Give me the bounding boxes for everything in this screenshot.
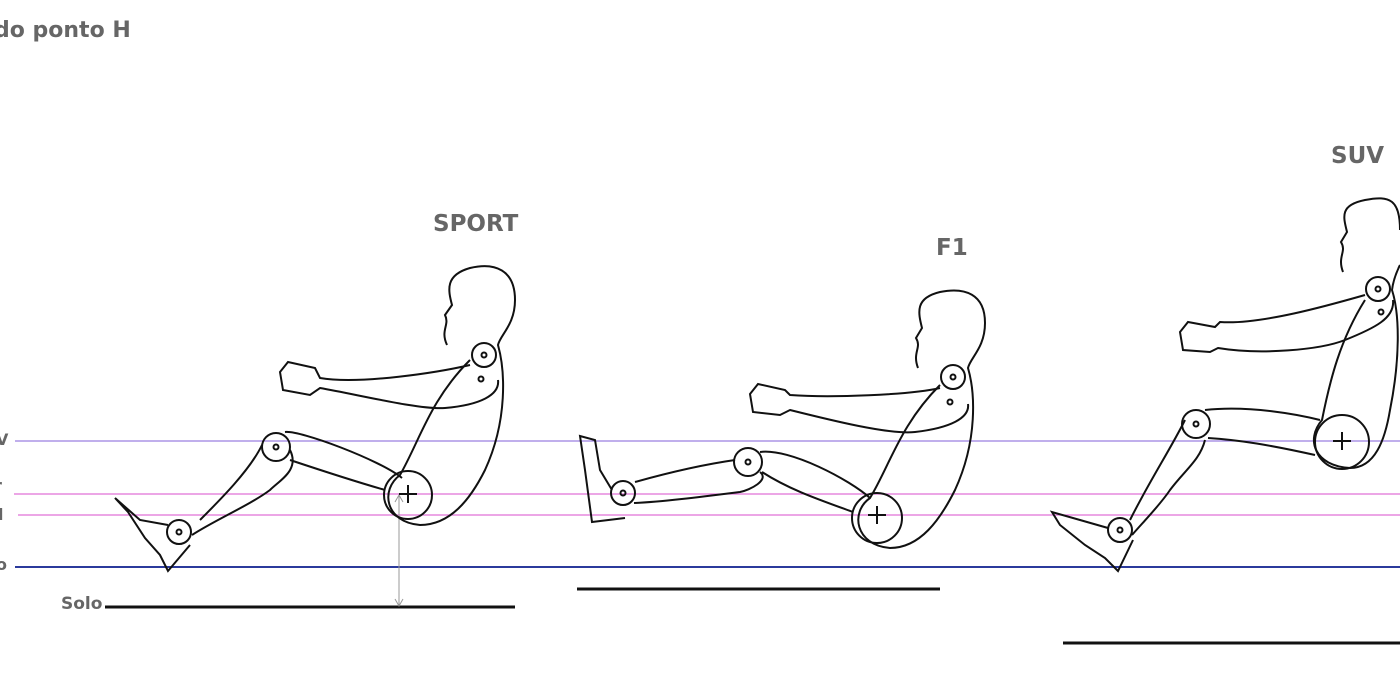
h-point-height-arrow [394,493,404,608]
edge-label-2: r [0,476,2,495]
edge-label-1: V [0,430,9,449]
edge-label-3: l [0,505,4,524]
manikin-sport [114,265,517,573]
diagram-title: do ponto H [0,18,131,43]
figure-label-suv: SUV [1331,143,1385,169]
edge-label-4: o [0,555,7,574]
figure-label-sport: SPORT [433,211,519,237]
manikin-suv [1049,197,1400,573]
ground-label: Solo [61,594,103,614]
manikin-f1 [578,289,987,550]
figure-label-f1: F1 [936,235,968,261]
